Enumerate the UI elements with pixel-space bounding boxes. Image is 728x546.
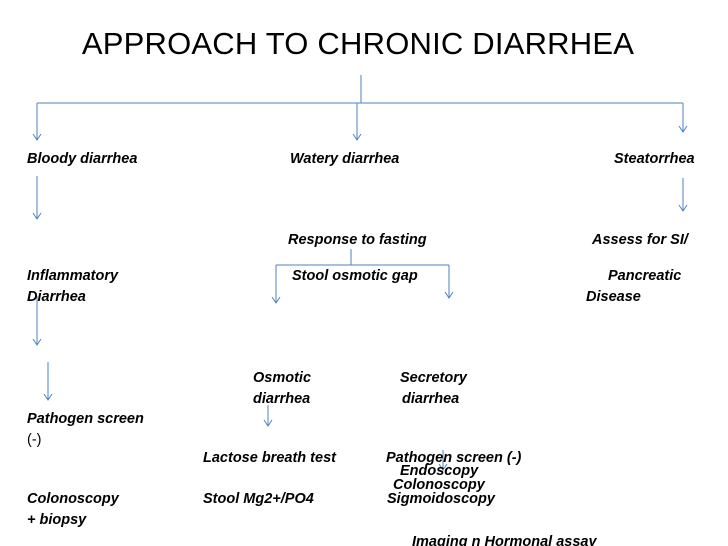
arrowhead-middle: [352, 133, 362, 141]
node-imaging-hormonal-assay: Imaging n Hormonal assay: [412, 534, 597, 546]
arrowhead-right: [678, 125, 688, 133]
arrowhead-steatorrhea: [678, 204, 688, 212]
node-sigmoidoscopy: Sigmoidoscopy: [387, 491, 495, 507]
node-assess-si: Assess for SI/: [592, 232, 688, 248]
arrowhead-inflammatory: [32, 338, 42, 346]
arrowhead-endoscopy: [438, 463, 448, 471]
node-response-to-fasting: Response to fasting: [288, 232, 427, 248]
node-pancreatic-disease: Disease: [586, 289, 641, 305]
node-inflammatory-diarrhea: Diarrhea: [27, 289, 86, 305]
node-osmotic: Osmotic: [253, 370, 312, 386]
node-secretory-diarrhea: diarrhea: [402, 391, 460, 407]
arrowhead-left: [32, 133, 42, 141]
node-colonoscopy: Colonoscopy: [27, 491, 119, 507]
node-lactose-breath-test: Lactose breath test: [203, 450, 336, 466]
node-steatorrhea: Steatorrhea: [614, 151, 695, 167]
page-title: APPROACH TO CHRONIC DIARRHEA: [81, 26, 635, 61]
node-watery-diarrhea: Watery diarrhea: [290, 151, 400, 167]
node-pathogen-screen: Pathogen screen: [27, 411, 144, 427]
node-pancreatic: Pancreatic: [608, 268, 682, 284]
arrowhead-lactose: [263, 419, 273, 427]
node-pathogen-negative: (-): [27, 432, 42, 448]
node-osmotic-diarrhea: diarrhea: [253, 391, 311, 407]
node-endoscopy: Endoscopy: [400, 463, 479, 479]
node-secretory: Secretory: [400, 370, 467, 386]
node-inflammatory: Inflammatory: [27, 268, 119, 284]
node-stool-mg-po4: Stool Mg2+/PO4: [203, 491, 314, 507]
arrowhead-osmotic: [271, 296, 281, 304]
node-stool-osmotic-gap: Stool osmotic gap: [292, 268, 418, 284]
node-bloody-diarrhea: Bloody diarrhea: [27, 151, 138, 167]
node-biopsy: + biopsy: [27, 512, 87, 528]
arrowhead-pathogen: [43, 393, 53, 401]
node-pathogen-screen-negative: Pathogen screen (-): [386, 450, 522, 466]
node-colonoscopy-secretory: Colonoscopy: [393, 477, 485, 493]
arrowhead-bloody: [32, 212, 42, 220]
arrowhead-secretory: [444, 291, 454, 299]
